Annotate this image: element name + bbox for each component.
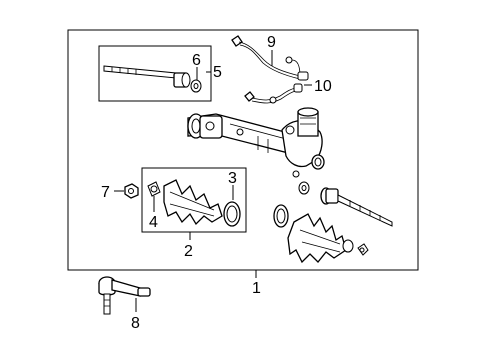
pressure-hose-part xyxy=(231,35,309,81)
inner-tie-rod-box xyxy=(98,45,212,102)
inner-tie-rod-part xyxy=(103,65,202,93)
callout-6: 6 xyxy=(192,52,201,69)
callout-7: 7 xyxy=(101,184,110,201)
outer-tie-rod-end-part xyxy=(98,276,151,315)
callout-5: 5 xyxy=(213,64,222,81)
boot-kit-box xyxy=(141,167,247,233)
callout-8: 8 xyxy=(131,315,140,332)
right-inner-tie-rod-part xyxy=(298,181,393,227)
callout-1: 1 xyxy=(252,280,261,297)
right-boot-part xyxy=(273,204,369,264)
callout-9: 9 xyxy=(267,34,276,51)
main-assembly-frame xyxy=(67,29,419,271)
steering-rack-part xyxy=(187,107,325,178)
callout-2: 2 xyxy=(184,243,193,260)
callout-3: 3 xyxy=(228,170,237,187)
left-boot-kit-part xyxy=(147,179,241,227)
jam-nut-part xyxy=(124,183,139,199)
callout-10: 10 xyxy=(314,78,332,95)
callout-4: 4 xyxy=(149,214,158,231)
return-hose-part xyxy=(244,83,303,104)
